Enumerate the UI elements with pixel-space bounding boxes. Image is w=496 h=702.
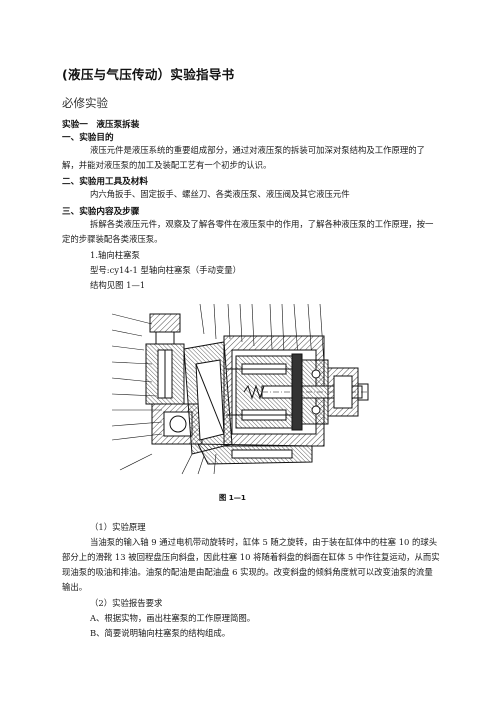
experiment-title: 实验一 液压泵拆装 [62,120,140,130]
document-title: (液压与气压传动）实验指导书 [62,67,235,82]
item-1-label: 1.轴向柱塞泵 [90,250,140,260]
structure-reference: 结构见图 1—1 [90,280,146,290]
requirement-a: A、根据实物，画出柱塞泵的工作原理简图。 [90,613,256,623]
report-requirements-heading: （2）实验报告要求 [90,598,163,608]
figure-caption: 图 1—1 [219,493,246,502]
pump-cross-section-drawing [112,303,369,475]
principle-heading: （1）实验原理 [90,522,146,532]
section-1-paragraph: 液压元件是液压系统的重要组成部分，通过对液压泵的拆装可加深对泵结构及工作原理的了… [62,145,425,170]
section-3-paragraph: 拆解各类液压元件，观察及了解各零件在液压泵中的作用，了解各种液压泵的工作原理，按… [62,219,434,244]
requirement-b: B、简要说明轴向柱塞泵的结构组成。 [90,628,231,638]
section-1-heading: 一、实验目的 [62,133,114,143]
pump-model-line: 型号:cy14-1 型轴向柱塞泵（手动变量） [90,265,241,275]
principle-paragraph: 当油泵的输入轴 9 通过电机带动旋转时，缸体 5 随之旋转，由于装在缸体中的柱塞… [62,537,440,592]
document-subtitle: 必修实验 [62,96,108,110]
section-2-heading: 二、实验用工具及材料 [62,177,148,187]
section-3-heading: 三、实验内容及步骤 [62,207,140,217]
section-2-line: 内六角扳手、固定扳手、螺丝刀、各类液压泵、液压阀及其它液压元件 [90,189,350,199]
